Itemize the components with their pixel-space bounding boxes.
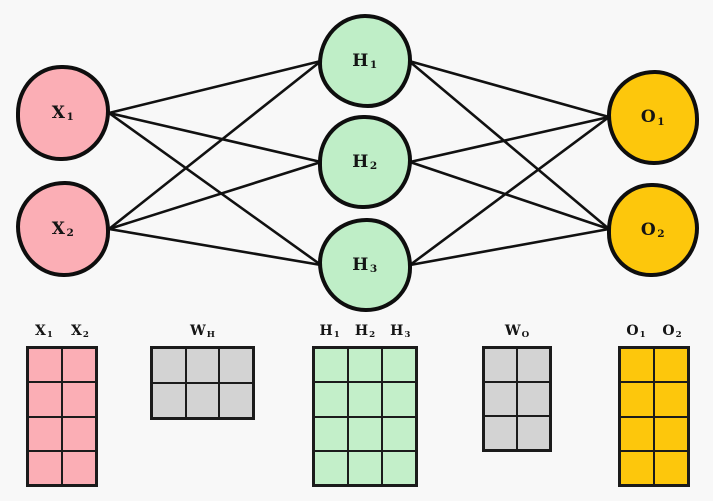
matrix-cell <box>382 450 416 485</box>
matrix-cell <box>348 348 382 383</box>
matrix-cell <box>314 348 348 383</box>
matrix-cell <box>28 416 62 451</box>
matrix-cell <box>152 383 186 418</box>
node-h3-label: H3 <box>352 254 378 276</box>
node-x1-label: X1 <box>51 102 75 124</box>
matrix-cell <box>620 450 654 485</box>
hidden-weights-matrix-grid <box>150 346 255 420</box>
matrix-cell <box>28 382 62 417</box>
output-weights-matrix-grid <box>482 346 552 452</box>
input-matrix-col2-label: X2 <box>71 323 89 340</box>
node-h1: H1 <box>318 14 412 108</box>
matrix-cell <box>185 383 220 418</box>
edge-h1-o2 <box>407 59 611 231</box>
matrix-cell <box>484 382 517 416</box>
output-weights-matrix: WO <box>482 323 552 452</box>
matrix-cell <box>382 416 416 451</box>
matrix-cell <box>620 416 654 451</box>
matrix-cell <box>382 348 416 383</box>
hidden-matrix-col2-label: H2 <box>354 323 376 340</box>
matrix-cell <box>28 348 62 383</box>
node-h1-label: H1 <box>352 50 378 72</box>
edge-h3-o2 <box>408 227 611 267</box>
matrix-cell <box>28 450 62 485</box>
output-matrix-col2-label: O2 <box>662 323 682 340</box>
matrix-cell <box>484 348 517 382</box>
hidden-weights-matrix: WH <box>150 323 255 420</box>
edge-x1-h2 <box>107 111 323 164</box>
matrix-cell <box>382 382 416 417</box>
hidden-matrix: H1 H2 H3 <box>312 323 418 487</box>
output-matrix-grid <box>618 346 690 487</box>
edge-x2-h1 <box>107 59 323 231</box>
matrix-cell <box>348 416 382 451</box>
matrix-cell <box>314 416 348 451</box>
node-o1: O1 <box>607 70 699 165</box>
matrix-cell <box>654 348 688 383</box>
edge-h1-o1 <box>407 59 611 119</box>
node-x2-label: X2 <box>51 218 75 240</box>
node-o2: O2 <box>607 183 699 277</box>
matrix-cell <box>219 383 253 418</box>
edge-x2-h3 <box>107 227 323 267</box>
edge-h2-o2 <box>408 160 611 231</box>
matrix-cell <box>620 382 654 417</box>
node-h3: H3 <box>318 218 412 312</box>
matrix-cell <box>517 382 550 416</box>
edge-x1-h1 <box>107 59 323 115</box>
hidden-weights-matrix-headers: WH <box>150 323 255 343</box>
output-weights-matrix-headers: WO <box>482 323 552 343</box>
hidden-weights-matrix-label: WH <box>190 323 215 340</box>
hidden-matrix-col1-label: H1 <box>319 323 340 340</box>
matrix-cell <box>62 450 96 485</box>
input-matrix-headers: X1 X2 <box>26 323 98 343</box>
edge-x1-h3 <box>107 111 323 267</box>
input-matrix-col1-label: X1 <box>35 323 53 340</box>
output-matrix-col1-label: O1 <box>626 323 646 340</box>
matrix-cell <box>348 450 382 485</box>
matrix-cell <box>62 416 96 451</box>
matrix-cell <box>654 450 688 485</box>
hidden-matrix-headers: H1 H2 H3 <box>312 323 418 343</box>
matrix-cell <box>517 348 550 382</box>
matrix-cell <box>654 382 688 417</box>
node-x1: X1 <box>16 65 110 161</box>
edge-x2-h2 <box>107 160 323 231</box>
matrix-cell <box>314 450 348 485</box>
matrix-cell <box>314 382 348 417</box>
matrix-cell <box>152 348 186 383</box>
input-matrix-grid <box>26 346 98 487</box>
node-h2: H2 <box>318 115 412 209</box>
input-matrix: X1 X2 <box>26 323 98 487</box>
edge-h2-o1 <box>408 115 611 164</box>
output-matrix: O1 O2 <box>618 323 690 487</box>
node-o1-label: O1 <box>640 107 666 128</box>
node-h2-label: H2 <box>352 151 378 173</box>
output-weights-matrix-label: WO <box>504 323 530 340</box>
matrix-cell <box>185 348 220 383</box>
matrix-cell <box>517 416 550 450</box>
matrix-cell <box>484 416 517 450</box>
matrix-cell <box>620 348 654 383</box>
matrix-cell <box>654 416 688 451</box>
edge-h3-o1 <box>408 115 611 267</box>
node-x2: X2 <box>16 181 110 277</box>
hidden-matrix-grid <box>312 346 418 487</box>
matrix-cell <box>62 382 96 417</box>
matrix-cell <box>348 382 382 417</box>
output-matrix-headers: O1 O2 <box>618 323 690 343</box>
matrix-cell <box>62 348 96 383</box>
node-o2-label: O2 <box>640 219 666 241</box>
matrix-cell <box>219 348 253 383</box>
hidden-matrix-col3-label: H3 <box>390 323 411 340</box>
